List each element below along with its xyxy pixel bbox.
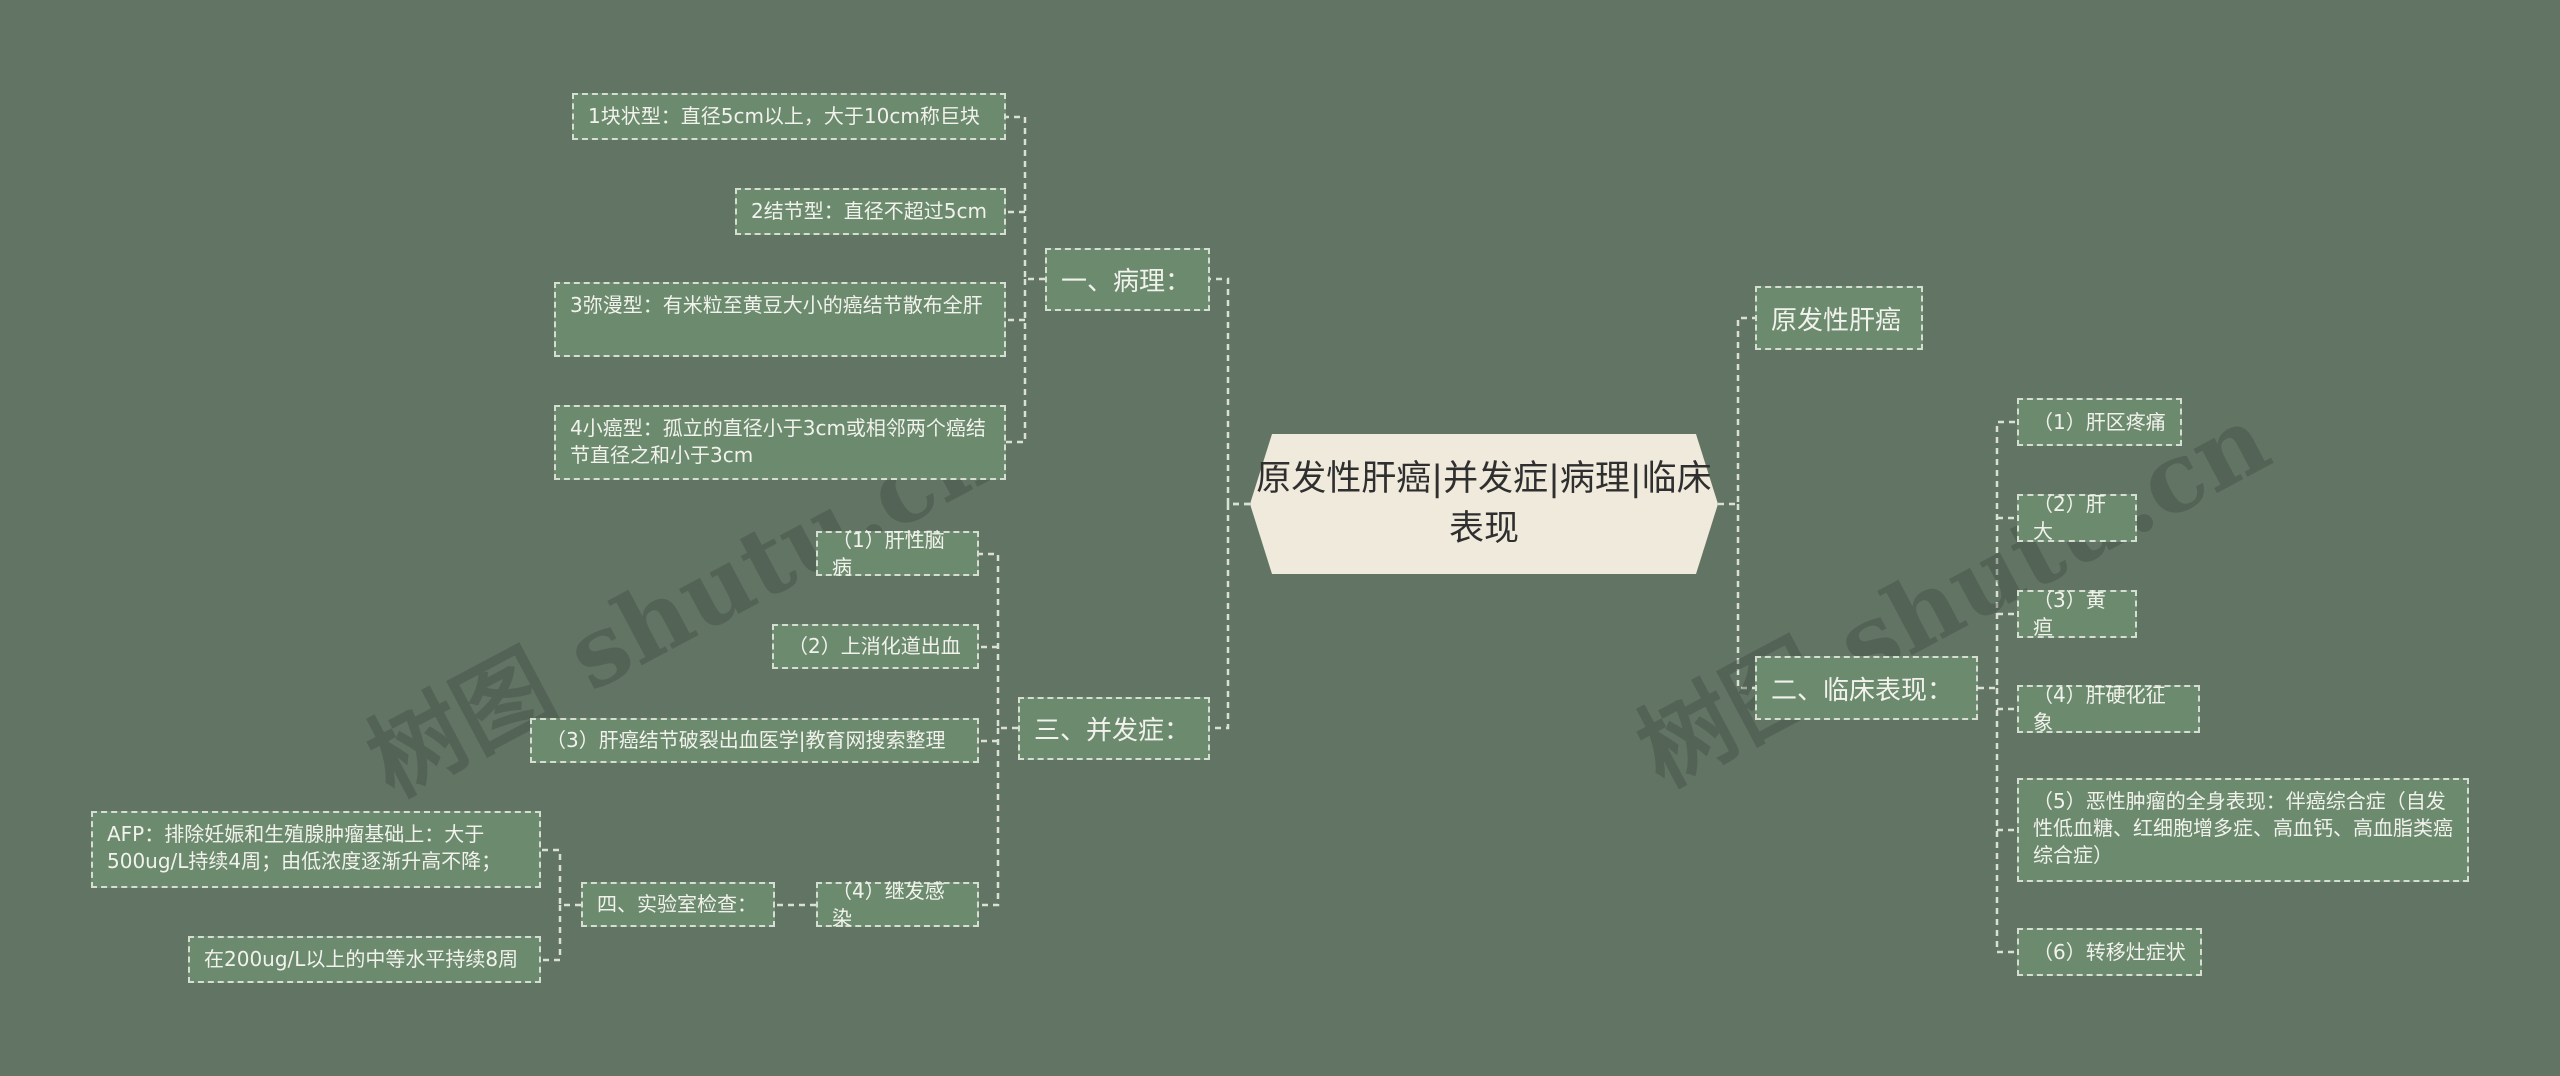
link-complication-1: [979, 552, 1018, 730]
clinical-item-2[interactable]: （2）肝大: [2017, 492, 2137, 543]
branch-primary-liver-cancer[interactable]: 原发性肝癌: [1755, 286, 1923, 350]
clinical-item-1[interactable]: （1）肝区疼痛: [2017, 398, 2182, 446]
link-pathology-4: [1006, 279, 1027, 444]
root-shape: [1250, 434, 1718, 574]
complication-item-1[interactable]: （1）肝性脑病: [816, 528, 979, 579]
link-clinical-6: [1995, 688, 2017, 954]
root-topic[interactable]: 原发性肝癌|并发症|病理|临床表现: [1250, 434, 1718, 574]
complication-item-4[interactable]: （4）继发感染: [816, 879, 979, 930]
pathology-item-2[interactable]: 2结节型：直径不超过5cm: [735, 188, 1006, 235]
pathology-item-4[interactable]: 4小癌型：孤立的直径小于3cm或相邻两个癌结节直径之和小于3cm: [554, 405, 1006, 480]
link-lab-1: [541, 848, 581, 907]
pathology-item-3[interactable]: 3弥漫型：有米粒至黄豆大小的癌结节散布全肝: [554, 282, 1006, 357]
branch-pathology[interactable]: 一、病理：: [1045, 248, 1210, 311]
lab-item-level[interactable]: 在200ug/L以上的中等水平持续8周: [188, 936, 541, 983]
lab-tests-node[interactable]: 四、实验室检查：: [581, 882, 775, 927]
branch-complications[interactable]: 三、并发症：: [1018, 697, 1210, 760]
pathology-item-1[interactable]: 1块状型：直径5cm以上，大于10cm称巨块: [572, 93, 1006, 140]
link-root-complications: [1210, 502, 1250, 730]
clinical-item-6[interactable]: （6）转移灶症状: [2017, 928, 2202, 976]
complication-item-3[interactable]: （3）肝癌结节破裂出血医学|教育网搜索整理: [530, 718, 979, 763]
clinical-item-4[interactable]: （4）肝硬化征象: [2017, 683, 2200, 734]
link-complication-4: [979, 728, 1000, 907]
link-lab-2: [541, 905, 562, 962]
link-root-primary: [1718, 316, 1755, 506]
complication-item-2[interactable]: （2）上消化道出血: [772, 624, 979, 669]
root-title: 原发性肝癌|并发症|病理|临床表现: [1256, 459, 1712, 549]
branch-clinical[interactable]: 二、临床表现：: [1755, 656, 1978, 720]
lab-item-afp[interactable]: AFP：排除妊娠和生殖腺肿瘤基础上：大于500ug/L持续4周；由低浓度逐渐升高…: [91, 811, 541, 888]
link-pathology-1: [1006, 115, 1045, 281]
clinical-item-3[interactable]: （3）黄疸: [2017, 588, 2137, 639]
clinical-item-5[interactable]: （5）恶性肿瘤的全身表现：伴癌综合症（自发性低血糖、红细胞增多症、高血钙、高血脂…: [2017, 778, 2469, 882]
link-root-pathology: [1210, 277, 1250, 506]
